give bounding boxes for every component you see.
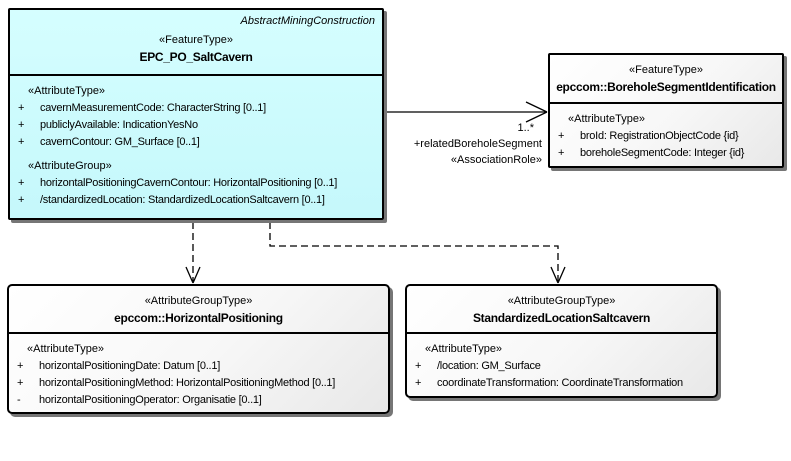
attribute-row: + /standardizedLocation: StandardizedLoc…	[14, 192, 378, 209]
visibility-marker: +	[17, 377, 24, 389]
class-header: «AttributeGroupType» epccom::HorizontalP…	[9, 286, 388, 334]
attribute-row: + horizontalPositioningDate: Datum [0..1…	[13, 358, 384, 375]
attribute-row: + coordinateTransformation: CoordinateTr…	[411, 375, 712, 392]
class-header: AbstractMiningConstruction «FeatureType»…	[10, 10, 382, 76]
attribute-row: + publiclyAvailable: IndicationYesNo	[14, 117, 378, 134]
section-heading: «AttributeType»	[425, 343, 503, 355]
section-heading: «AttributeType»	[27, 343, 105, 355]
attribute-text: horizontalPositioningDate: Datum [0..1]	[39, 360, 221, 372]
section-heading: «AttributeType»	[568, 113, 646, 125]
visibility-marker: +	[17, 360, 24, 372]
attribute-row: + cavernContour: GM_Surface [0..1]	[14, 134, 378, 151]
attribute-compartment: «AttributeType» + horizontalPositioningD…	[9, 334, 388, 409]
attribute-row: + horizontalPositioningMethod: Horizonta…	[13, 375, 384, 392]
dependency-standardized-location	[269, 222, 566, 284]
class-name: epccom::HorizontalPositioning	[114, 311, 283, 325]
attribute-compartment: «AttributeType» + cavernMeasurementCode:…	[10, 76, 382, 209]
class-standardized-location-saltcavern[interactable]: «AttributeGroupType» StandardizedLocatio…	[405, 284, 718, 398]
visibility-marker: +	[415, 377, 422, 389]
dependency-horizontal-positioning	[185, 222, 201, 284]
attribute-text: /location: GM_Surface	[437, 360, 541, 372]
visibility-marker: +	[18, 177, 25, 189]
class-name: EPC_PO_SaltCavern	[139, 50, 253, 64]
open-arrowhead-icon	[550, 266, 566, 284]
attribute-text: broId: RegistrationObjectCode {id}	[580, 130, 739, 142]
association-end-labels: 1..* +relatedBoreholeSegment «Associatio…	[390, 121, 542, 167]
attribute-text: horizontalPositioningMethod: HorizontalP…	[39, 377, 336, 389]
open-arrowhead-icon	[525, 101, 548, 123]
class-stereotype: «AttributeGroupType»	[144, 295, 253, 307]
class-stereotype: «FeatureType»	[159, 34, 233, 46]
attribute-text: publiclyAvailable: IndicationYesNo	[40, 119, 198, 131]
attribute-compartment: «AttributeType» + broId: RegistrationObj…	[550, 104, 782, 162]
attribute-row: + /location: GM_Surface	[411, 358, 712, 375]
visibility-marker: +	[558, 130, 565, 142]
class-stereotype: «AttributeGroupType»	[507, 295, 616, 307]
class-name: epccom::BoreholeSegmentIdentification	[556, 80, 776, 94]
class-header: «AttributeGroupType» StandardizedLocatio…	[407, 286, 716, 334]
attribute-text: horizontalPositioningOperator: Organisat…	[39, 394, 262, 406]
visibility-marker: +	[415, 360, 422, 372]
attribute-section: «AttributeType» + /location: GM_Surface …	[411, 341, 712, 392]
section-heading: «AttributeType»	[28, 85, 106, 97]
visibility-marker: +	[18, 136, 25, 148]
class-name: StandardizedLocationSaltcavern	[472, 311, 651, 325]
attribute-text: boreholeSegmentCode: Integer {id}	[580, 147, 745, 159]
attribute-section: «AttributeType» + cavernMeasurementCode:…	[14, 83, 378, 151]
association-related-borehole-segment	[384, 101, 548, 123]
visibility-marker: +	[18, 102, 25, 114]
association-stereotype: «AssociationRole»	[450, 154, 542, 166]
class-epc-po-saltcavern[interactable]: AbstractMiningConstruction «FeatureType»…	[8, 8, 384, 220]
attribute-section: «AttributeType» + broId: RegistrationObj…	[554, 111, 778, 162]
class-stereotype: «FeatureType»	[629, 64, 703, 76]
visibility-marker: -	[17, 394, 21, 406]
attribute-text: cavernContour: GM_Surface [0..1]	[40, 136, 200, 148]
attribute-compartment: «AttributeType» + /location: GM_Surface …	[407, 334, 716, 392]
association-multiplicity: 1..*	[517, 122, 534, 134]
association-role-name: +relatedBoreholeSegment	[413, 138, 542, 150]
parent-class-label: AbstractMiningConstruction	[240, 15, 375, 27]
section-heading: «AttributeGroup»	[28, 160, 112, 172]
attribute-text: cavernMeasurementCode: CharacterString […	[40, 102, 266, 114]
dependency-line	[269, 222, 559, 281]
attribute-text: /standardizedLocation: StandardizedLocat…	[40, 194, 325, 206]
attribute-row: + horizontalPositioningCavernContour: Ho…	[14, 175, 378, 192]
attribute-text: horizontalPositioningCavernContour: Hori…	[40, 177, 338, 189]
visibility-marker: +	[558, 147, 565, 159]
attribute-row: - horizontalPositioningOperator: Organis…	[13, 392, 384, 409]
attribute-row: + broId: RegistrationObjectCode {id}	[554, 128, 778, 145]
attribute-row: + cavernMeasurementCode: CharacterString…	[14, 100, 378, 117]
attribute-row: + boreholeSegmentCode: Integer {id}	[554, 145, 778, 162]
visibility-marker: +	[18, 194, 25, 206]
open-arrowhead-icon	[185, 266, 201, 284]
attribute-section: «AttributeType» + horizontalPositioningD…	[13, 341, 384, 409]
attribute-text: coordinateTransformation: CoordinateTran…	[437, 377, 683, 389]
class-horizontal-positioning[interactable]: «AttributeGroupType» epccom::HorizontalP…	[7, 284, 390, 414]
class-header: «FeatureType» epccom::BoreholeSegmentIde…	[550, 55, 782, 104]
class-borehole-segment-identification[interactable]: «FeatureType» epccom::BoreholeSegmentIde…	[548, 53, 784, 168]
attribute-section: «AttributeGroup» + horizontalPositioning…	[14, 158, 378, 209]
visibility-marker: +	[18, 119, 25, 131]
